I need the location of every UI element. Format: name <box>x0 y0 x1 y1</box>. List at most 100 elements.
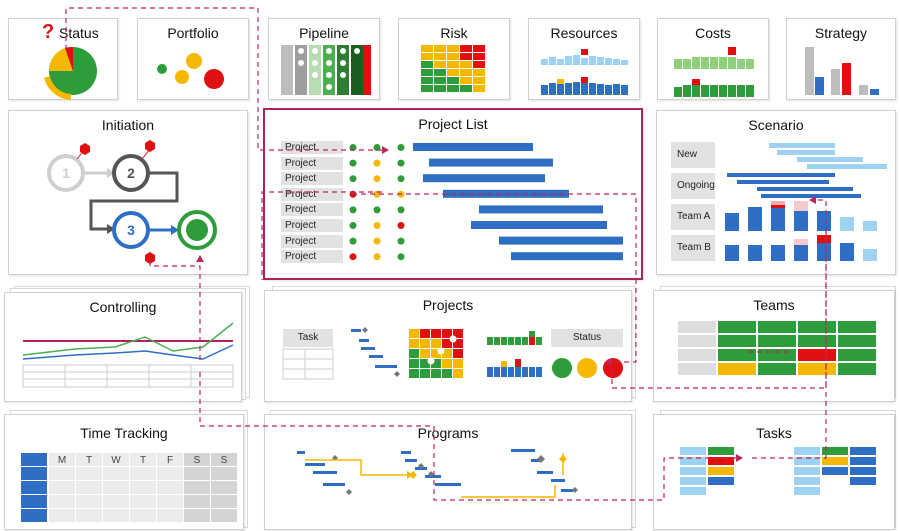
project-status-dot <box>373 222 381 229</box>
weekday-label: T <box>86 455 92 466</box>
programs-left-bars <box>297 451 345 486</box>
project-status-dot <box>349 237 357 245</box>
teams-card[interactable]: Teams <box>653 290 895 402</box>
time-cell <box>130 467 156 480</box>
task-card-progress <box>708 477 734 485</box>
scenario-chart <box>725 143 887 261</box>
tasks-board <box>680 447 876 495</box>
projects-stack-top <box>515 337 521 345</box>
time-cell <box>76 509 102 522</box>
risk-cell <box>447 69 459 76</box>
time-cell <box>184 495 210 508</box>
task-card-todo <box>680 487 706 495</box>
risk-cell <box>460 69 472 76</box>
controlling-card[interactable]: Controlling <box>4 292 242 402</box>
resource-bar-bottom <box>613 84 620 95</box>
team-cell <box>758 335 796 347</box>
status-card[interactable]: Status ? <box>8 18 118 100</box>
projects-heat-cell <box>431 339 441 348</box>
projects-heat-dot <box>437 347 445 355</box>
risk-title: Risk <box>440 25 468 41</box>
projects-heat-cell <box>409 359 419 368</box>
step-2-circle <box>112 154 150 192</box>
resource-bar-bottom <box>549 83 556 95</box>
project-status-dot <box>373 237 381 245</box>
team-cell <box>718 321 756 333</box>
time-cell <box>103 481 129 494</box>
time-cell <box>103 495 129 508</box>
strategy-bar-1 <box>805 47 814 95</box>
teams-grid <box>678 321 876 375</box>
projects-card[interactable]: Projects Task Status <box>264 290 632 402</box>
costs-card[interactable]: Costs <box>657 18 769 100</box>
project-list-gantt <box>349 143 623 261</box>
resource-bar-top <box>549 57 556 65</box>
risk-cell <box>473 69 485 76</box>
risk-cell <box>473 53 485 60</box>
cost-bar-top <box>719 57 727 69</box>
project-status-dot <box>397 190 405 198</box>
project-status-dot <box>397 253 405 261</box>
resource-bar-top <box>597 57 604 65</box>
project-list-row-label[interactable]: Project <box>281 156 343 170</box>
time-cell <box>49 509 75 522</box>
risk-card[interactable]: Risk <box>398 18 510 100</box>
scenario-team-a-bars <box>725 201 877 231</box>
team-cell <box>758 363 796 375</box>
time-row-header <box>21 453 47 466</box>
project-status-dot <box>397 159 405 167</box>
project-status-dot <box>349 253 357 261</box>
task-card-done <box>850 477 876 485</box>
controlling-chart <box>22 322 234 388</box>
scenario-title: Scenario <box>748 117 804 133</box>
resource-overload-bottom-red <box>581 77 588 83</box>
strategy-bar-5 <box>859 85 868 95</box>
project-status-dot <box>397 144 405 151</box>
resources-card[interactable]: Resources <box>528 18 640 100</box>
step-2-label: 2 <box>127 165 135 181</box>
scenario-card[interactable]: Scenario New Ongoing Team A Team B <box>656 110 896 275</box>
projects-stack-bottom <box>522 367 528 377</box>
projects-mini-gantt <box>351 327 400 377</box>
resource-bar-bottom <box>597 84 604 95</box>
projects-task-table <box>282 348 334 380</box>
portfolio-bubble-red <box>204 69 224 89</box>
task-card-progress-2 <box>822 467 848 475</box>
team-cell <box>798 321 836 333</box>
projects-heat-cell <box>453 359 463 368</box>
cost-overrun-top <box>728 47 736 55</box>
portfolio-bubble-yellow-small <box>175 70 189 84</box>
cost-bar-bottom <box>683 85 691 97</box>
status-light-red <box>603 358 623 378</box>
portfolio-card[interactable]: Portfolio <box>137 18 249 100</box>
strategy-card[interactable]: Strategy <box>786 18 896 100</box>
team-cell <box>718 349 756 361</box>
time-cell <box>157 495 183 508</box>
strategy-title: Strategy <box>814 25 868 41</box>
initiation-card[interactable]: Initiation 1 2 3 <box>8 110 248 275</box>
time-cell <box>157 467 183 480</box>
projects-stack-bottom <box>494 367 500 377</box>
risk-cell <box>421 77 433 84</box>
project-status-dot <box>397 237 405 245</box>
project-gantt-bar <box>429 158 553 167</box>
pipeline-card[interactable]: Pipeline <box>268 18 380 100</box>
portfolio-bubble-chart <box>157 53 224 89</box>
projects-visuals <box>282 327 623 380</box>
tasks-card[interactable]: Tasks <box>653 414 895 530</box>
cost-bar-top <box>701 57 709 69</box>
team-cell <box>758 349 796 361</box>
time-row-header <box>21 495 47 508</box>
project-list-row-label[interactable]: Project <box>281 172 343 186</box>
step-1-circle <box>47 154 85 192</box>
portfolio-bubble-green <box>157 64 167 74</box>
time-cell <box>103 453 129 466</box>
step-2-flag-icon <box>145 140 155 152</box>
project-status-dot <box>373 253 381 261</box>
projects-heat-cell <box>431 359 441 368</box>
project-gantt-bar <box>443 189 569 198</box>
status-pie-chart <box>44 46 97 100</box>
programs-card[interactable]: Programs <box>264 414 632 530</box>
